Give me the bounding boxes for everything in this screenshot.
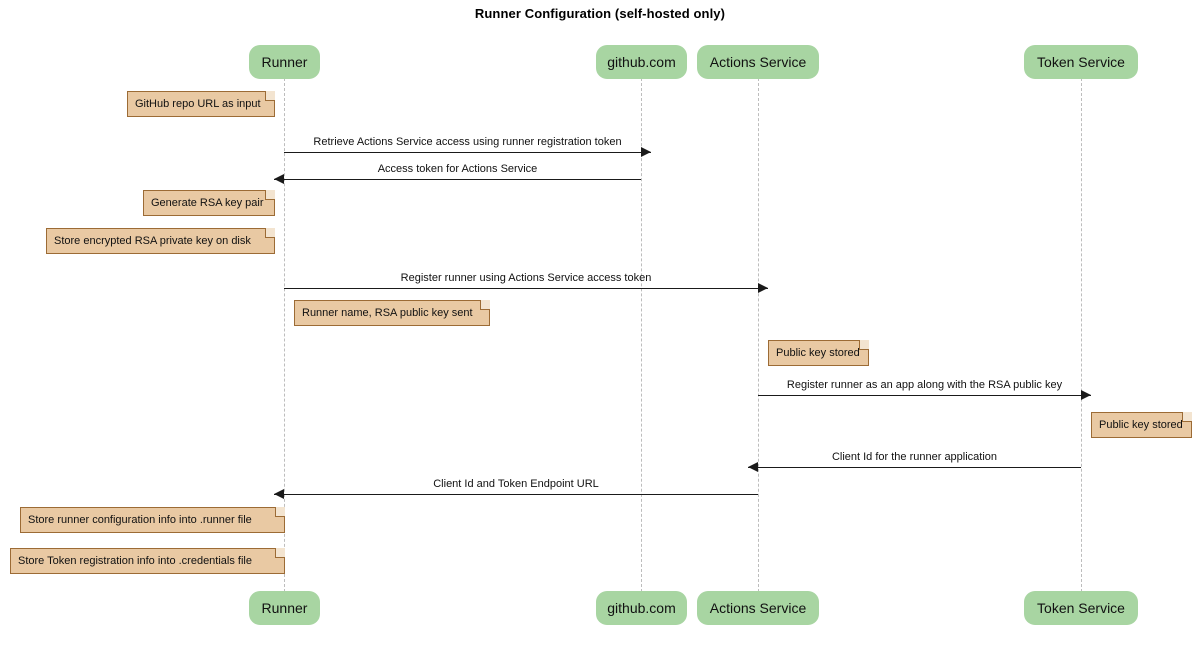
note-text: GitHub repo URL as input bbox=[135, 98, 261, 110]
arrowhead-left bbox=[274, 174, 284, 184]
participant-token-bottom[interactable]: Token Service bbox=[1024, 591, 1138, 625]
participant-label: Token Service bbox=[1037, 600, 1125, 616]
note-fold-corner-icon bbox=[275, 548, 285, 558]
participant-github-top[interactable]: github.com bbox=[596, 45, 687, 79]
note-fold-corner-icon bbox=[265, 91, 275, 101]
participant-runner-bottom[interactable]: Runner bbox=[249, 591, 320, 625]
participant-runner-top[interactable]: Runner bbox=[249, 45, 320, 79]
note-note-1: GitHub repo URL as input bbox=[127, 91, 275, 117]
lifeline-runner bbox=[284, 78, 285, 592]
arrowhead-left bbox=[274, 489, 284, 499]
note-note-7: Store runner configuration info into .ru… bbox=[20, 507, 285, 533]
note-text: Runner name, RSA public key sent bbox=[302, 307, 473, 319]
message-line bbox=[748, 467, 1081, 468]
participant-label: Actions Service bbox=[709, 54, 807, 70]
participant-label: github.com bbox=[607, 600, 676, 616]
note-text: Public key stored bbox=[776, 347, 860, 359]
arrowhead-right bbox=[641, 147, 651, 157]
message-label: Retrieve Actions Service access using ru… bbox=[313, 136, 622, 148]
message-line bbox=[274, 494, 758, 495]
participant-label: github.com bbox=[607, 54, 676, 70]
participant-label: Actions Service bbox=[709, 600, 807, 616]
participant-actions-bottom[interactable]: Actions Service bbox=[697, 591, 819, 625]
note-note-6: Public key stored bbox=[1091, 412, 1192, 438]
message-line bbox=[284, 152, 651, 153]
note-fold-corner-icon bbox=[265, 228, 275, 238]
arrowhead-right bbox=[758, 283, 768, 293]
message-line bbox=[284, 288, 768, 289]
note-note-2: Generate RSA key pair bbox=[143, 190, 275, 216]
message-line bbox=[758, 395, 1091, 396]
arrowhead-left bbox=[748, 462, 758, 472]
participant-github-bottom[interactable]: github.com bbox=[596, 591, 687, 625]
note-note-3: Store encrypted RSA private key on disk bbox=[46, 228, 275, 254]
note-note-8: Store Token registration info into .cred… bbox=[10, 548, 285, 574]
note-fold-corner-icon bbox=[275, 507, 285, 517]
note-note-5: Public key stored bbox=[768, 340, 869, 366]
message-label: Access token for Actions Service bbox=[377, 163, 538, 175]
note-note-4: Runner name, RSA public key sent bbox=[294, 300, 490, 326]
diagram-title: Runner Configuration (self-hosted only) bbox=[474, 6, 726, 21]
participant-label: Runner bbox=[261, 600, 308, 616]
lifeline-actions bbox=[758, 78, 759, 592]
participant-token-top[interactable]: Token Service bbox=[1024, 45, 1138, 79]
message-line bbox=[274, 179, 641, 180]
note-text: Store Token registration info into .cred… bbox=[18, 555, 252, 567]
message-label: Client Id for the runner application bbox=[831, 451, 998, 463]
note-text: Store encrypted RSA private key on disk bbox=[54, 235, 251, 247]
note-fold-corner-icon bbox=[480, 300, 490, 310]
note-fold-corner-icon bbox=[265, 190, 275, 200]
message-label: Register runner as an app along with the… bbox=[786, 379, 1063, 391]
note-text: Store runner configuration info into .ru… bbox=[28, 514, 252, 526]
message-label: Register runner using Actions Service ac… bbox=[400, 272, 652, 284]
participant-label: Token Service bbox=[1037, 54, 1125, 70]
arrowhead-right bbox=[1081, 390, 1091, 400]
participant-actions-top[interactable]: Actions Service bbox=[697, 45, 819, 79]
participant-label: Runner bbox=[261, 54, 308, 70]
note-text: Generate RSA key pair bbox=[151, 197, 264, 209]
note-fold-corner-icon bbox=[1182, 412, 1192, 422]
lifeline-github bbox=[641, 78, 642, 592]
lifeline-token bbox=[1081, 78, 1082, 592]
note-fold-corner-icon bbox=[859, 340, 869, 350]
message-label: Client Id and Token Endpoint URL bbox=[433, 478, 599, 490]
note-text: Public key stored bbox=[1099, 419, 1183, 431]
